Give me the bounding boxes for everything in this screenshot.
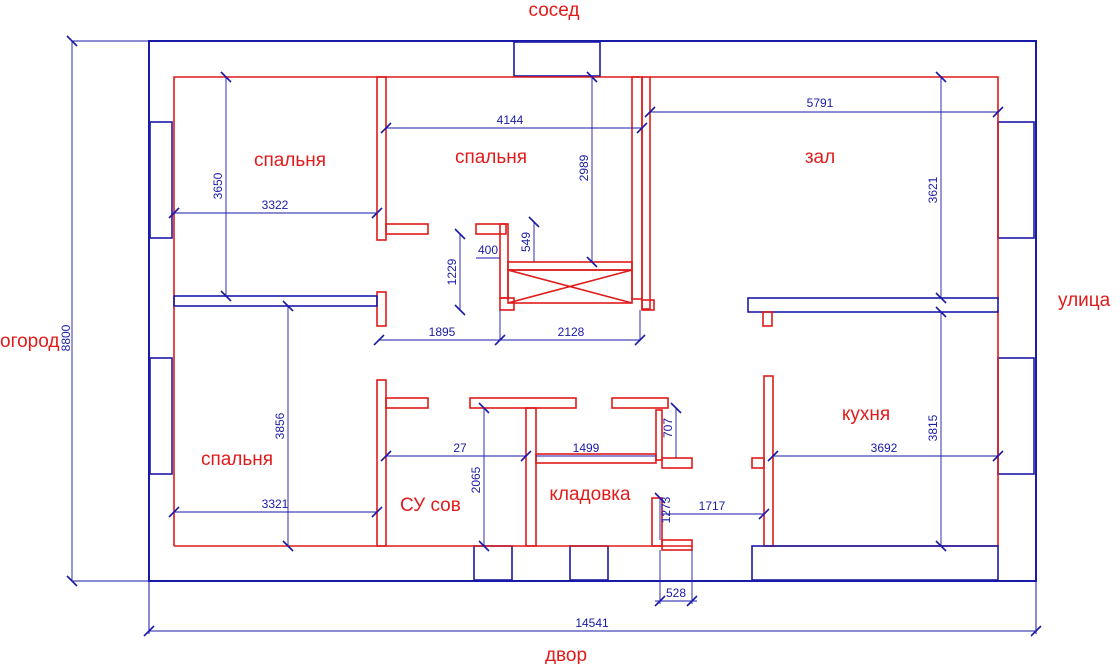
window-bottom-2 [569,545,609,581]
dim-bedroom-bl-width: 3321 [262,497,289,511]
dim-niche-small: 549 [519,232,533,252]
dim-storage-depth: 1273 [659,496,673,523]
room-label-bathroom: СУ сов [400,495,461,516]
side-label-bottom: двор [545,645,587,664]
inner-walls [173,76,999,581]
window-right-2 [997,357,1035,475]
side-label-top: сосед [528,0,579,21]
side-label-left: огород [0,331,59,352]
dim-storage-width: 1499 [573,441,600,455]
room-label-bedroom-top-middle: спальня [455,147,527,168]
dim-hall-height: 3621 [926,176,940,203]
dim-bedroom-tl-width: 3322 [262,198,289,212]
dim-overall-height: 8800 [59,324,73,351]
side-label-right: улица [1058,290,1111,311]
dim-bedroom-tl-height: 3650 [211,172,225,199]
window-right-1 [997,121,1035,239]
dim-kitchen-height: 3815 [926,414,940,441]
dim-overall-width: 14541 [575,616,609,630]
dim-bedroom-tm-width: 4144 [497,113,524,127]
window-left-2 [149,357,173,475]
room-label-kitchen: кухня [842,404,890,425]
dim-bedroom-tm-height: 2989 [577,154,591,181]
dim-hall-width: 5791 [807,96,834,110]
room-label-storage: кладовка [549,484,631,505]
dim-corridor-left: 1895 [429,325,456,339]
dim-bath-height: 2065 [469,466,483,493]
room-label-hall: зал [805,147,835,168]
room-label-bedroom-top-left: спальня [254,150,326,171]
dim-bath-width: 27 [453,441,467,455]
dim-corridor-right: 2128 [558,325,585,339]
dimension-lines [66,35,1042,637]
outer-wall [148,40,1037,582]
dim-bedroom-bl-height: 3856 [273,412,287,439]
dim-kitchen-width: 3692 [871,441,898,455]
dim-door-width: 528 [666,586,686,600]
window-bottom-1 [473,545,513,581]
room-label-bedroom-bottom-left: спальня [201,449,273,470]
dim-small-vertical: 707 [661,418,675,438]
window-left-1 [149,121,173,239]
dim-entry-width: 1717 [699,499,726,513]
window-top [513,41,601,77]
dim-niche-height: 1229 [445,258,459,285]
dim-niche-width: 400 [478,243,498,257]
